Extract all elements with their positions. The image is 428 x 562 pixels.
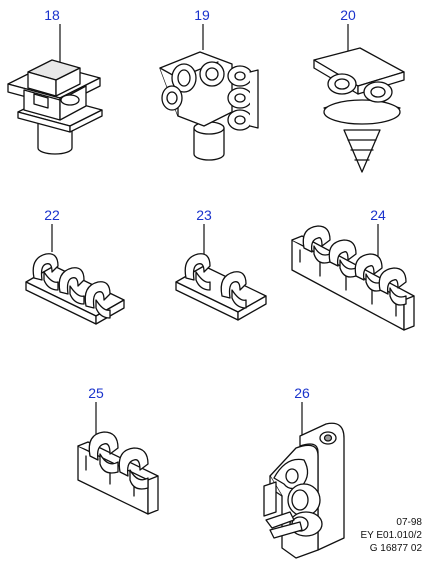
part-23-clip: 23 <box>175 207 267 321</box>
part-26-clip: 26 <box>263 385 345 559</box>
drawing-reference: G 16877 02 <box>369 543 422 554</box>
callout-24: 24 <box>370 207 386 223</box>
callout-20: 20 <box>340 7 356 23</box>
part-22-clip: 22 <box>25 207 125 325</box>
callout-22: 22 <box>44 207 60 223</box>
part-25-clip: 25 <box>77 385 159 515</box>
callout-23: 23 <box>196 207 212 223</box>
drawing-date: 07-98 <box>396 517 422 528</box>
part-19-clip: 19 <box>159 7 259 161</box>
part-20-clip: 20 <box>313 7 405 173</box>
callout-26: 26 <box>294 385 310 401</box>
drawing-code: EY E01.010/2 <box>360 530 422 541</box>
part-24-clip: 24 <box>291 207 415 331</box>
drawing-reference-block: 07-98 EY E01.010/2 G 16877 02 <box>360 516 422 555</box>
callout-18: 18 <box>44 7 60 23</box>
part-18-clip: 18 <box>7 7 103 155</box>
callout-25: 25 <box>88 385 104 401</box>
callout-19: 19 <box>194 7 210 23</box>
